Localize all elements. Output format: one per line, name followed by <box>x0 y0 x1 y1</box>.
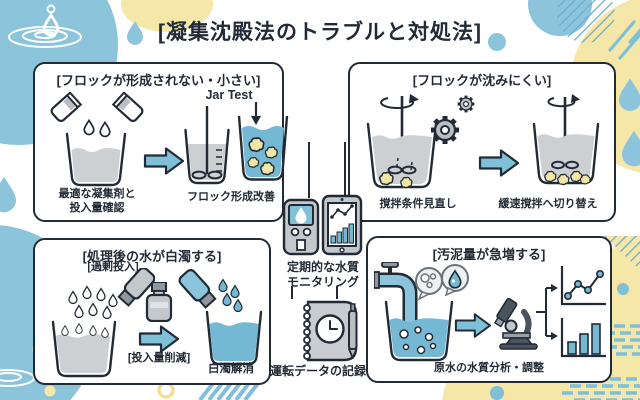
caption-operation-record: 運転データの記録 <box>269 364 366 378</box>
clear-water-beaker-icon <box>178 269 263 366</box>
connector-line <box>344 142 346 198</box>
water-quality-bubbles-icon <box>415 264 469 301</box>
panel-floc-not-forming: [フロックが形成されない・小さい] 最適な凝集剤と 投入量確認 <box>33 62 289 222</box>
tablet-monitoring-icon <box>321 194 363 256</box>
pen-icon <box>348 303 358 359</box>
gear-icon <box>431 116 459 144</box>
arrow-down-icon <box>251 102 261 125</box>
caption-switch-slow-stirring: 緩速撹拌へ切り替え <box>498 198 598 210</box>
connector-line <box>308 142 310 198</box>
microscope-icon <box>494 297 538 350</box>
arrow-right-icon <box>143 147 185 175</box>
connector-line <box>336 286 338 299</box>
panel-sludge-surge: [汚泥量が急増する] <box>366 236 612 383</box>
label-reduce-dose: [投入量削減] <box>127 352 191 364</box>
connector-line <box>291 286 293 299</box>
panel-water-turbid: [処理後の水が白濁する] [過剰投入] <box>33 238 271 385</box>
slow-stirring-beaker-icon <box>532 94 600 186</box>
caption-turbidity-resolved: 白濁解消 <box>208 363 254 375</box>
analysis-charts-icon <box>536 266 606 358</box>
panel-title: [処理後の水が白濁する] <box>82 249 222 264</box>
arrow-right-icon <box>454 313 492 338</box>
floc-formed-beaker-icon <box>237 116 289 181</box>
gear-icon <box>456 94 476 114</box>
panel-floc-not-settling: [フロックが沈みにくい] 撹拌条件見直し <box>348 62 616 222</box>
rapid-stirring-beaker-icon <box>366 94 476 189</box>
arrow-right-icon <box>478 149 520 177</box>
label-overdose: [過剰投入] <box>87 261 139 273</box>
jar-test-label: Jar Test <box>205 88 253 102</box>
line-chart-icon <box>560 266 606 306</box>
overdosing-beaker-icon <box>51 268 155 378</box>
caption-floc-improved: フロック形成改善 <box>187 191 275 203</box>
page-title: [凝集沈殿法のトラブルと対処法] <box>158 21 482 44</box>
panel-title: [汚泥量が急増する] <box>432 247 546 262</box>
panel-title: [フロックが形成されない・小さい] <box>56 73 261 88</box>
water-quality-meter-icon <box>282 198 320 256</box>
raw-water-faucet-beaker-icon <box>374 262 454 362</box>
coagulant-bottle-icon <box>145 282 173 322</box>
bar-chart-icon <box>560 318 606 358</box>
panel-title: [フロックが沈みにくい] <box>412 73 552 88</box>
coagulant-pouring-icon <box>50 92 144 187</box>
caption-optimal-coagulant: 最適な凝集剤と 投入量確認 <box>58 188 136 214</box>
caption-raw-water-analysis: 原水の水質分析・調整 <box>434 362 544 374</box>
caption-review-stirring: 撹拌条件見直し <box>379 198 457 210</box>
jar-test-stirrer-beaker-icon <box>184 106 230 185</box>
arrow-right-icon <box>138 325 180 353</box>
caption-monitoring: 定期的な水質 モニタリング <box>286 260 359 289</box>
logbook-icon <box>303 300 358 362</box>
